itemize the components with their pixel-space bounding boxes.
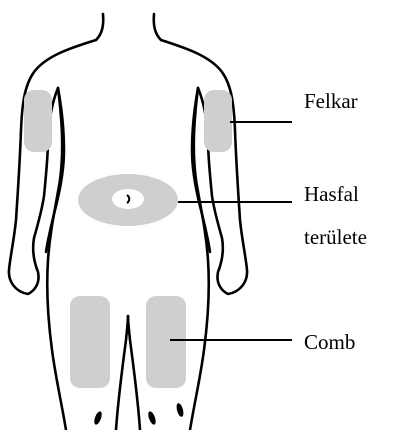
zone-thigh-left: [70, 296, 110, 388]
label-thigh: Comb: [304, 328, 355, 356]
zone-upper-arm-right: [204, 90, 232, 152]
injection-zones: [24, 90, 232, 388]
zone-upper-arm-left: [24, 90, 52, 152]
label-abdomen-line2: területe: [304, 223, 367, 251]
zone-thigh-right: [146, 296, 186, 388]
leader-lines: [170, 122, 292, 340]
label-upper-arm: Felkar: [304, 87, 358, 115]
label-abdomen-line1: Hasfal: [304, 180, 359, 208]
navel: [112, 189, 144, 209]
